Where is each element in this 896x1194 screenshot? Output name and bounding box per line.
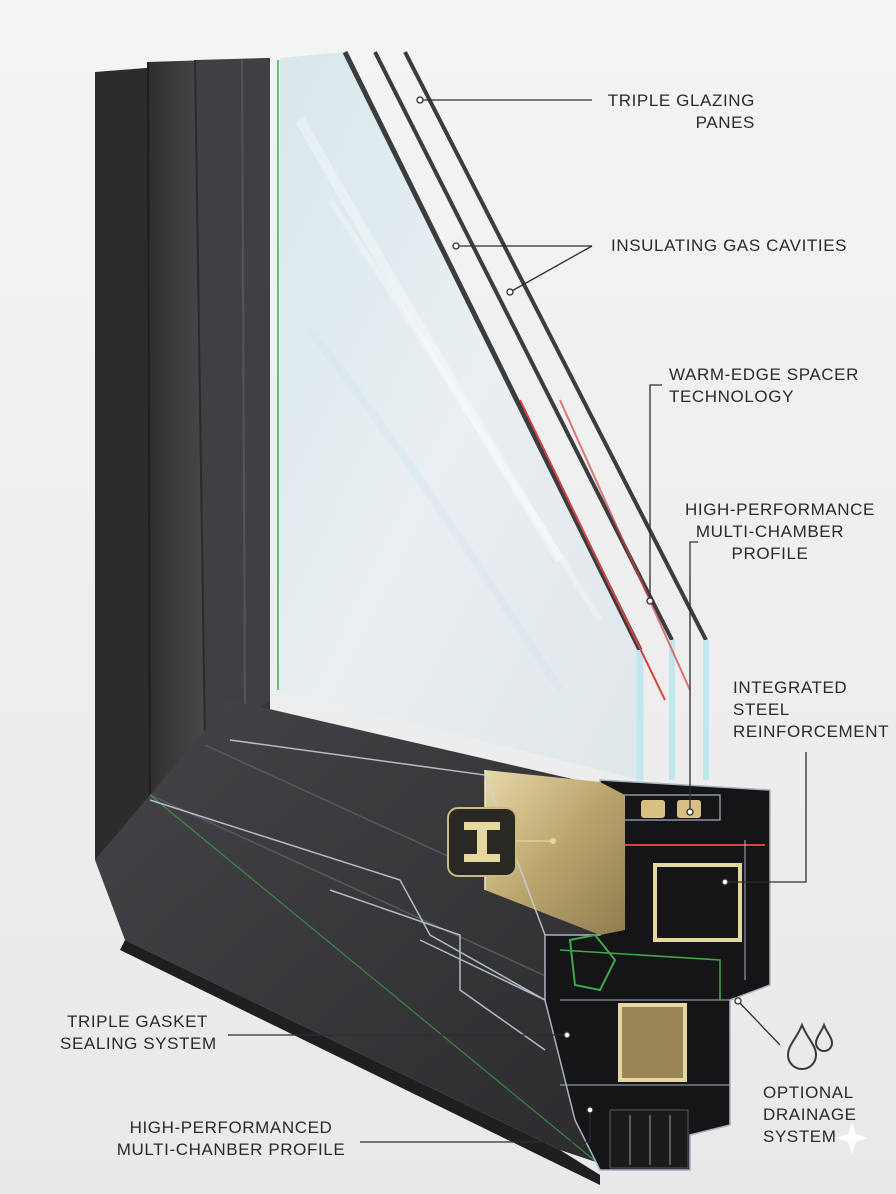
leader-warm-edge xyxy=(649,384,662,601)
label-line: TRIPLE GLAZING xyxy=(607,91,755,110)
leader-steel xyxy=(725,752,807,883)
label-line: INSULATING GAS CAVITIES xyxy=(611,236,848,255)
label-hp-profile-top: HIGH-PERFORMANCE MULTI-CHAMBER PROFILE xyxy=(685,499,875,565)
label-line: MULTI-CHANBER PROFILE xyxy=(116,1140,346,1159)
label-line: PANES xyxy=(695,113,755,132)
label-line: DRAINAGE xyxy=(763,1105,857,1124)
label-line: SEALING SYSTEM xyxy=(60,1034,217,1053)
label-line: TECHNOLOGY xyxy=(669,387,795,406)
label-line: REINFORCEMENT xyxy=(733,722,890,741)
leader-drainage xyxy=(737,1000,781,1046)
sparkle-icon xyxy=(836,1122,868,1154)
label-steel: INTEGRATED STEEL REINFORCEMENT xyxy=(733,677,889,743)
label-line: PROFILE xyxy=(731,544,809,563)
label-line: OPTIONAL xyxy=(763,1083,854,1102)
label-line: SYSTEM xyxy=(763,1127,837,1146)
label-triple-glazing: TRIPLE GLAZING PANES xyxy=(605,90,755,134)
label-drainage: OPTIONAL DRAINAGE SYSTEM xyxy=(763,1082,857,1148)
label-line: HIGH-PERFORMANCED xyxy=(129,1118,333,1137)
label-gasket: TRIPLE GASKET SEALING SYSTEM xyxy=(60,1011,217,1055)
label-line: MULTI-CHAMBER xyxy=(695,522,845,541)
vertical-frame xyxy=(95,58,270,860)
label-line: TRIPLE GASKET xyxy=(66,1012,208,1031)
label-line: INTEGRATED xyxy=(733,678,848,697)
water-drops-icon xyxy=(786,1022,834,1070)
leader-lines xyxy=(228,96,807,1143)
label-gas-cavities: INSULATING GAS CAVITIES xyxy=(611,235,847,257)
leader-hp-profile-top xyxy=(689,541,698,812)
chamber-outlines xyxy=(149,739,546,1051)
label-line: HIGH-PERFORMANCE xyxy=(685,500,875,519)
label-line: WARM-EDGE SPACER xyxy=(669,365,860,384)
label-line: STEEL xyxy=(733,700,790,719)
i-beam-icon xyxy=(447,807,556,877)
leader-gas-cavity-2 xyxy=(509,245,593,293)
glass-panes xyxy=(277,50,709,780)
label-hp-profile-bottom: HIGH-PERFORMANCED MULTI-CHANBER PROFILE xyxy=(110,1117,352,1161)
label-warm-edge: WARM-EDGE SPACER TECHNOLOGY xyxy=(669,364,859,408)
